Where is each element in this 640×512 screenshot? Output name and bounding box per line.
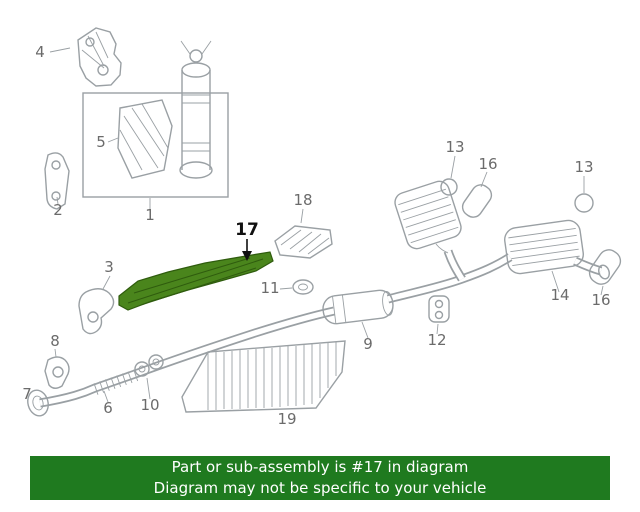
exhaust-pipe-rear	[386, 249, 603, 304]
part-label-14: 14	[550, 286, 569, 304]
part-13-gasket-upper	[440, 178, 458, 196]
notice-banner: Part or sub-assembly is #17 in diagram D…	[30, 456, 610, 500]
part-label-5: 5	[96, 133, 106, 151]
part-label-4: 4	[35, 43, 45, 61]
part-5-converter-heat-shield	[117, 99, 173, 179]
part-label-2: 2	[53, 201, 63, 219]
part-4-mount-bracket	[77, 27, 122, 87]
part-1-catalytic-converter	[179, 40, 213, 179]
notice-banner-line1: Part or sub-assembly is #17 in diagram	[171, 458, 469, 476]
assembly-box-part-1	[82, 92, 229, 198]
part-10-gasket-rings	[134, 354, 164, 377]
part-label-16-upper: 16	[478, 155, 497, 173]
part-label-10: 10	[140, 396, 159, 414]
part-2-bracket	[44, 152, 70, 210]
part-7-flange-gasket	[27, 389, 49, 417]
part-8-bracket	[44, 356, 70, 389]
part-label-8: 8	[50, 332, 60, 350]
exhaust-pipe-front	[39, 306, 335, 408]
part-17-heat-shield-highlighted	[118, 251, 274, 311]
part-label-3: 3	[104, 258, 114, 276]
part-label-13-right: 13	[574, 158, 593, 176]
rear-muffler-right	[504, 193, 610, 280]
rear-muffler-upper	[394, 178, 462, 254]
part-16-isolator-upper	[461, 184, 493, 218]
notice-banner-line2: Diagram may not be specific to your vehi…	[153, 479, 487, 497]
part-label-18: 18	[293, 191, 312, 209]
part-16-isolator-right	[588, 249, 622, 285]
part-13-gasket-right	[574, 193, 594, 213]
exhaust-parts-diagram: 4 5 2 1 18 17 3 11 13 16 13 9 12 14 16 8…	[22, 27, 622, 428]
part-19-floor-heat-shield	[181, 340, 346, 413]
part-9-resonator	[322, 289, 394, 325]
part-label-12: 12	[427, 331, 446, 349]
part-label-11: 11	[260, 279, 279, 297]
part-label-1: 1	[145, 206, 155, 224]
part-label-6: 6	[103, 399, 113, 417]
flex-pipe-corrugation	[93, 369, 139, 395]
part-label-17-highlighted: 17	[235, 220, 259, 240]
part-label-13-upper: 13	[445, 138, 464, 156]
part-label-16-right: 16	[591, 291, 610, 309]
part-label-19: 19	[277, 410, 296, 428]
part-11-gasket	[292, 279, 314, 295]
part-18-heat-shield	[274, 225, 333, 259]
part-label-9: 9	[363, 335, 373, 353]
leader-lines	[49, 47, 604, 403]
part-12-hanger	[428, 295, 450, 323]
part-17-arrow	[242, 239, 252, 261]
part-3-bracket	[78, 288, 115, 335]
part-label-7: 7	[22, 385, 32, 403]
